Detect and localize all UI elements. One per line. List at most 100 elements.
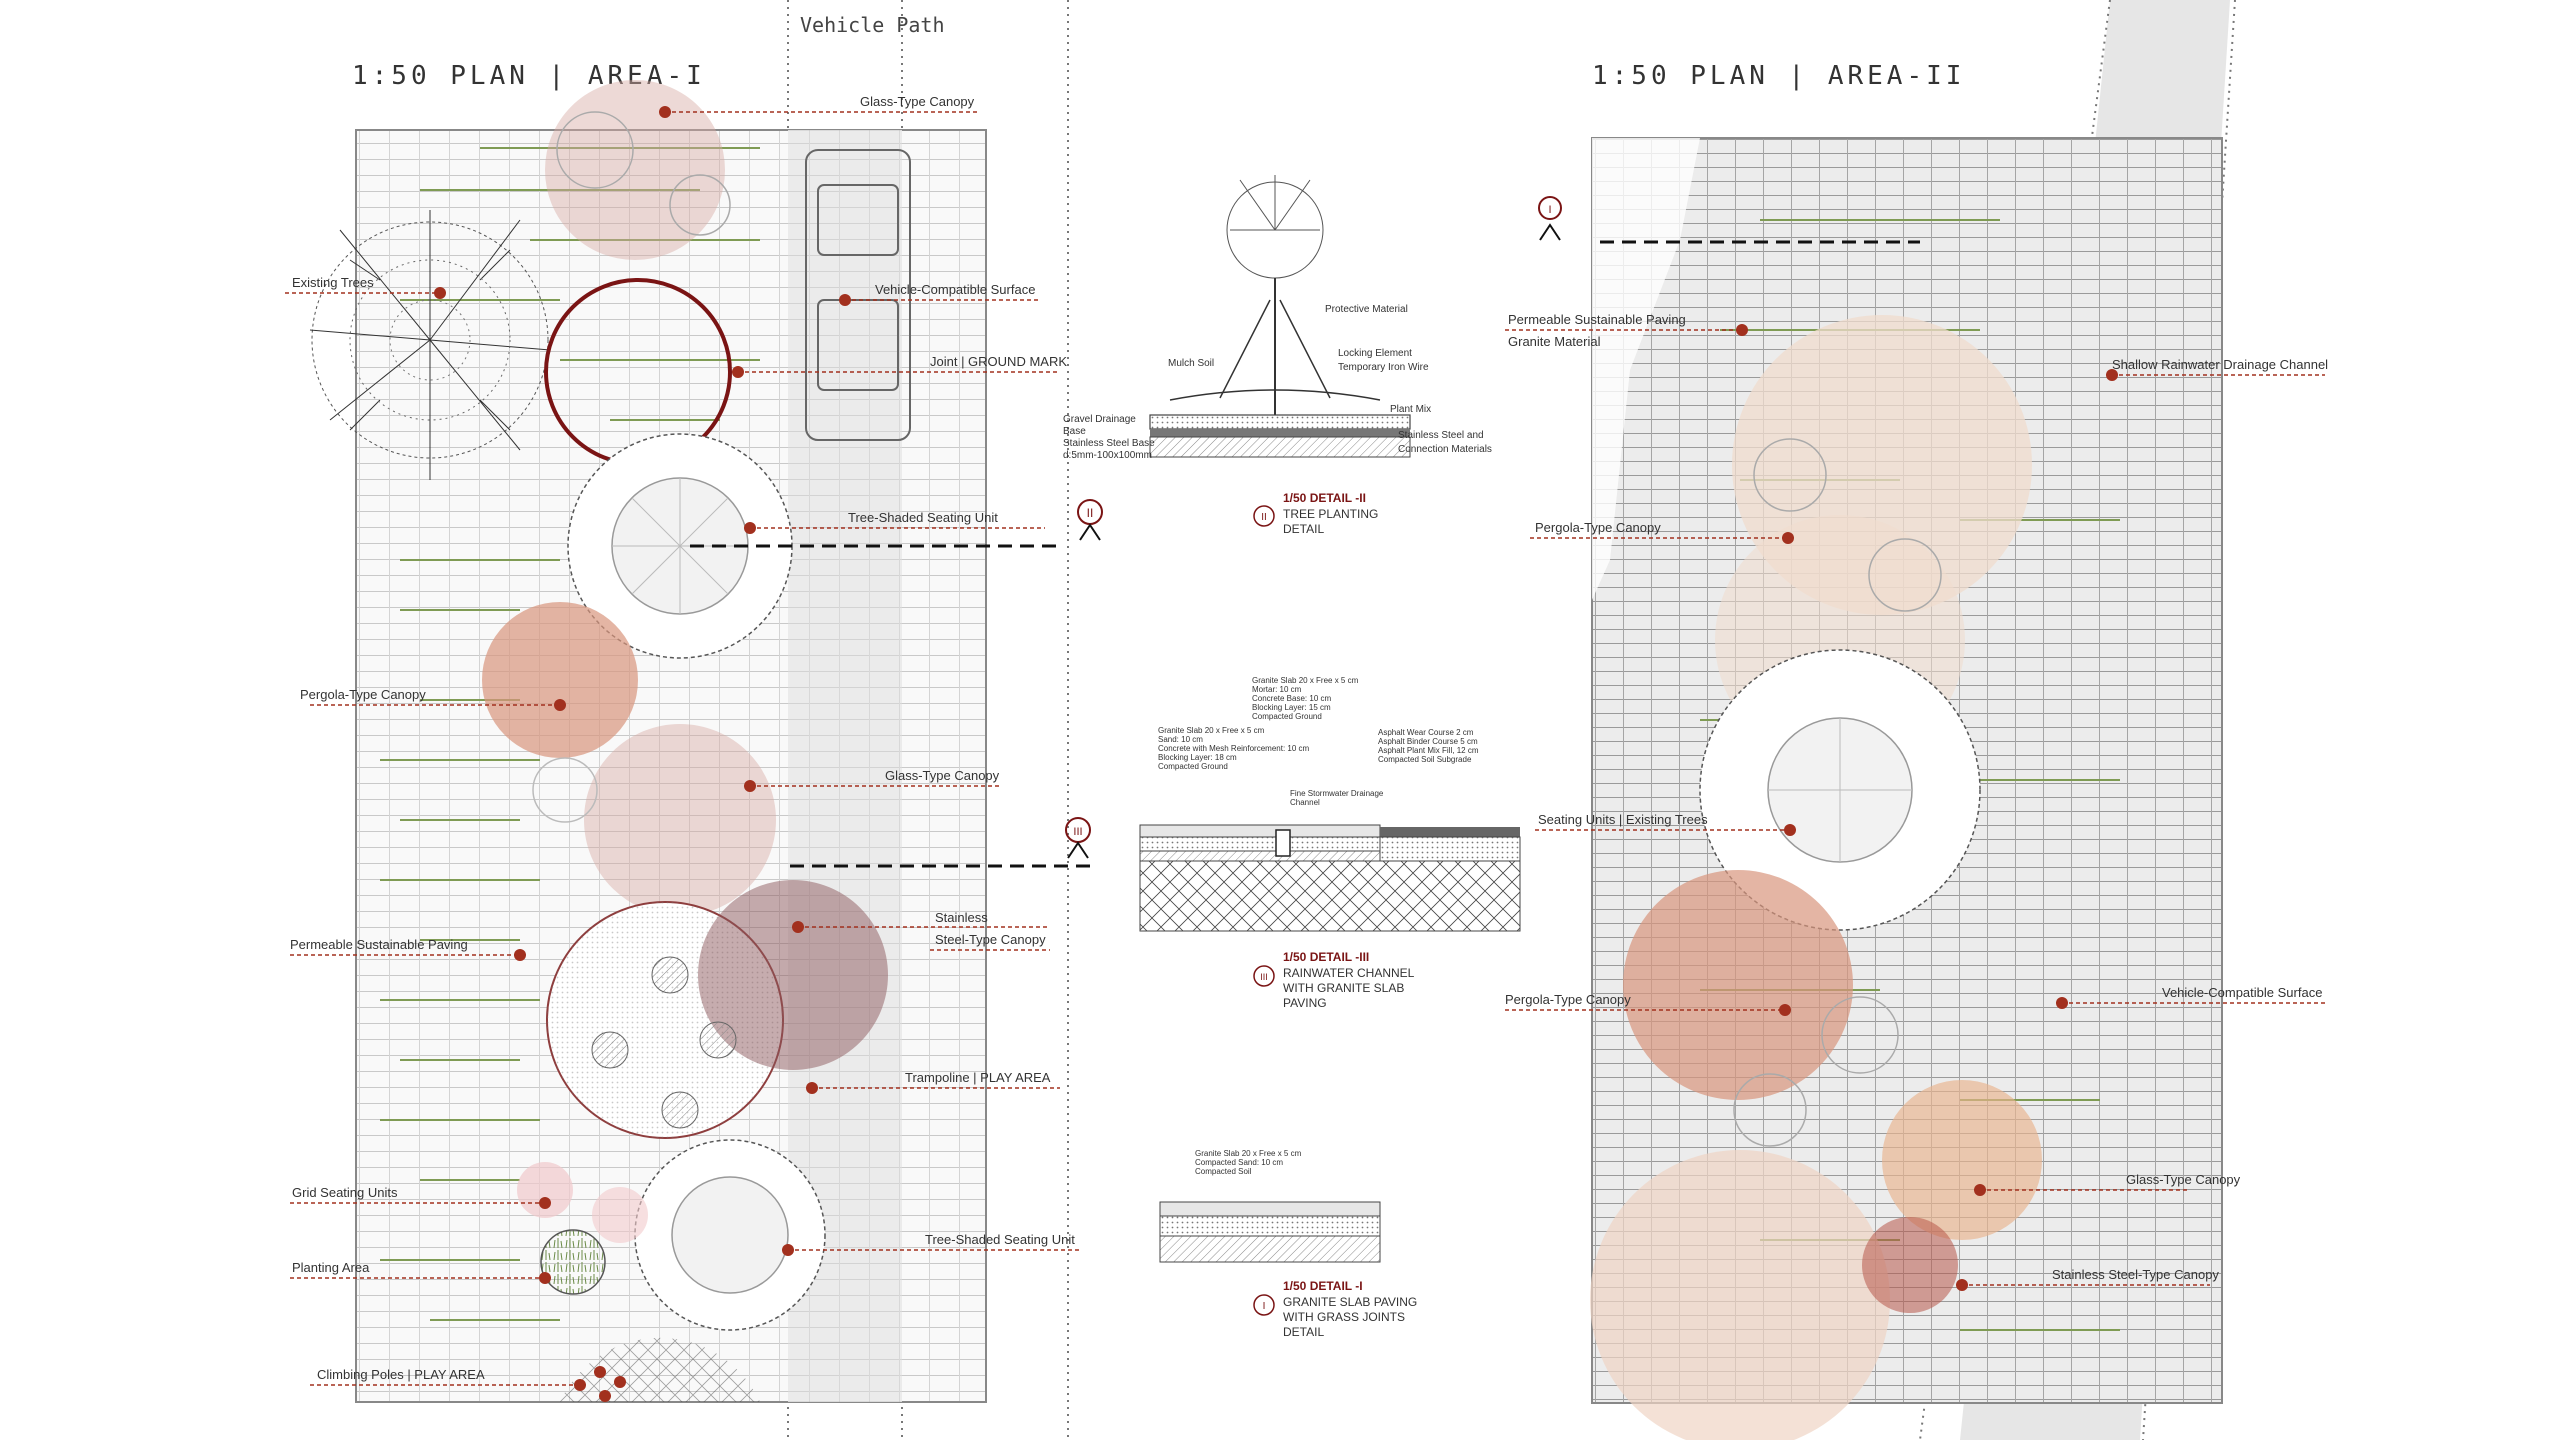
detail-i-marker: I: [1263, 1301, 1266, 1312]
callout-glass-ii: Glass-Type Canopy: [2126, 1172, 2241, 1187]
callout-planting: Planting Area: [292, 1260, 370, 1275]
detail-iii-line3: PAVING: [1283, 996, 1327, 1010]
climbing-pole: [594, 1366, 606, 1378]
tree-outline: [532, 757, 598, 823]
area-i-plan: 1:50 PLAN | AREA-I Vehicle Path: [285, 0, 1103, 1440]
d3-right-note-0: Asphalt Wear Course 2 cm: [1378, 728, 1474, 737]
detail-iii-marker: III: [1260, 972, 1268, 982]
note-gravel-1: Gravel Drainage: [1063, 414, 1136, 425]
grid-seating-unit: [592, 1187, 648, 1243]
callout-pergola-ii-2: Pergola-Type Canopy: [1505, 992, 1631, 1007]
callout-seating-ii: Seating Units | Existing Trees: [1538, 812, 1708, 827]
callout-glass-canopy-mid: Glass-Type Canopy: [885, 768, 1000, 783]
d3-left-note-3: Blocking Layer: 18 cm: [1158, 753, 1237, 762]
detail-i-line1: GRANITE SLAB PAVING: [1283, 1295, 1417, 1309]
detail-i-title: 1/50 DETAIL -I: [1283, 1279, 1363, 1293]
grass-joints: [380, 147, 760, 1321]
d3-top-note-3: Blocking Layer: 15 cm: [1252, 703, 1331, 712]
note-gravel-2: Base: [1063, 426, 1086, 437]
callout-joint: Joint | GROUND MARK: [930, 354, 1067, 369]
callout-pergola-ii-1: Pergola-Type Canopy: [1535, 520, 1661, 535]
tree-outline: [1821, 996, 1899, 1074]
callout-drainage: Shallow Rainwater Drainage Channel: [2112, 357, 2328, 372]
pergola-canopy-lower: [1623, 870, 1853, 1100]
climbing-play-area: [560, 1337, 760, 1402]
glass-canopy-top: [545, 80, 725, 260]
pergola-canopy: [482, 602, 638, 758]
callout-trampoline: Trampoline | PLAY AREA: [905, 1070, 1051, 1085]
climbing-pole: [614, 1376, 626, 1388]
d3-left-note-0: Granite Slab 20 x Free x 5 cm: [1158, 726, 1265, 735]
note-steel-2: Connection Materials: [1398, 444, 1492, 455]
tree-outline: [669, 174, 731, 236]
trampoline-pad: [699, 1021, 737, 1059]
callout-stainless-1: Stainless: [935, 910, 988, 925]
note-steel-1: Stainless Steel and: [1398, 430, 1484, 441]
d1-note-2: Compacted Soil: [1195, 1167, 1252, 1176]
section-marker-i-label: I: [1548, 204, 1551, 216]
area-ii-callouts: Permeable Sustainable Paving Granite Mat…: [1505, 312, 2328, 1291]
d3-left-note-2: Concrete with Mesh Reinforcement: 10 cm: [1158, 744, 1310, 753]
callout-grid-seating: Grid Seating Units: [292, 1185, 398, 1200]
detail-iii-rainwater-channel: Granite Slab 20 x Free x 5 cm Mortar: 10…: [1139, 676, 1521, 1010]
callout-tree-seating-2: Tree-Shaded Seating Unit: [925, 1232, 1075, 1247]
area-i-title: 1:50 PLAN | AREA-I: [352, 61, 706, 91]
callout-permeable-ii-1: Permeable Sustainable Paving: [1508, 312, 1686, 327]
callout-stainless-ii: Stainless Steel-Type Canopy: [2052, 1267, 2219, 1282]
d1-note-1: Compacted Sand: 10 cm: [1195, 1158, 1283, 1167]
d3-right-note-3: Compacted Soil Subgrade: [1378, 755, 1472, 764]
note-dim: d:5mm-100x100mm: [1063, 450, 1152, 461]
detail-ii-tree-planting: Protective Material Mulch Soil Locking E…: [1063, 175, 1492, 536]
stainless-steel-canopy: [1862, 1217, 1958, 1313]
area-ii-title: 1:50 PLAN | AREA-II: [1592, 61, 1965, 91]
d3-top-note-2: Concrete Base: 10 cm: [1252, 694, 1331, 703]
climbing-pole: [599, 1390, 611, 1402]
detail-i-line3: DETAIL: [1283, 1325, 1324, 1339]
vehicle-path-label: Vehicle Path: [800, 13, 945, 37]
callout-tree-seating-1: Tree-Shaded Seating Unit: [848, 510, 998, 525]
note-protective: Protective Material: [1325, 304, 1408, 315]
d3-right-note-1: Asphalt Binder Course 5 cm: [1378, 737, 1478, 746]
area-ii-cutout: [1592, 138, 1700, 600]
d3-channel-1: Fine Stormwater Drainage: [1290, 789, 1384, 798]
planting-area: [540, 1229, 606, 1295]
d3-right-note-2: Asphalt Plant Mix Fill, 12 cm: [1378, 746, 1479, 755]
trampoline-pad: [591, 1031, 629, 1069]
callout-pergola: Pergola-Type Canopy: [300, 687, 426, 702]
note-locking: Locking Element: [1338, 348, 1412, 359]
area-ii-plan: 1:50 PLAN | AREA-II: [1505, 0, 2328, 1440]
tree-outline: [1733, 1073, 1807, 1147]
detail-iii-title: 1/50 DETAIL -III: [1283, 950, 1369, 964]
callout-permeable: Permeable Sustainable Paving: [290, 937, 468, 952]
d3-channel-2: Channel: [1290, 798, 1320, 807]
pergola-canopy-bottom: [1590, 1150, 1890, 1440]
note-stainless-base: Stainless Steel Base: [1063, 438, 1155, 449]
seating-unit-existing-trees: [1699, 649, 1981, 931]
existing-tree: [309, 210, 551, 480]
detail-ii-line1: TREE PLANTING: [1283, 507, 1378, 521]
detail-i-granite-slab: Granite Slab 20 x Free x 5 cm Compacted …: [1159, 1149, 1417, 1339]
glass-canopy: [1882, 1080, 2042, 1240]
detail-iii-line2: WITH GRANITE SLAB: [1283, 981, 1404, 995]
detail-iii-line1: RAINWATER CHANNEL: [1283, 966, 1415, 980]
tree-outline: [1868, 538, 1942, 612]
detail-ii-marker: II: [1261, 512, 1267, 523]
section-marker-ii: II: [690, 499, 1103, 548]
tree-shaded-seating-unit-2: [634, 1139, 826, 1331]
glass-canopy-mid: [584, 724, 776, 916]
callout-glass-canopy-top: Glass-Type Canopy: [860, 94, 975, 109]
area-i-callouts: Glass-Type Canopy Existing Trees Vehicle…: [285, 94, 1080, 1391]
note-plant-mix: Plant Mix: [1390, 404, 1431, 415]
callout-stainless-2: Steel-Type Canopy: [935, 932, 1046, 947]
trampoline-pad: [651, 956, 689, 994]
d3-top-note-0: Granite Slab 20 x Free x 5 cm: [1252, 676, 1359, 685]
d3-left-note-1: Sand: 10 cm: [1158, 735, 1203, 744]
callout-existing-trees: Existing Trees: [292, 275, 374, 290]
callout-vehicle-surface-ii: Vehicle-Compatible Surface: [2162, 985, 2322, 1000]
callout-vehicle-surface: Vehicle-Compatible Surface: [875, 282, 1035, 297]
tree-outline: [556, 111, 634, 189]
d3-top-note-4: Compacted Ground: [1252, 712, 1322, 721]
detail-i-line2: WITH GRASS JOINTS: [1283, 1310, 1405, 1324]
car-outline: [805, 149, 911, 441]
